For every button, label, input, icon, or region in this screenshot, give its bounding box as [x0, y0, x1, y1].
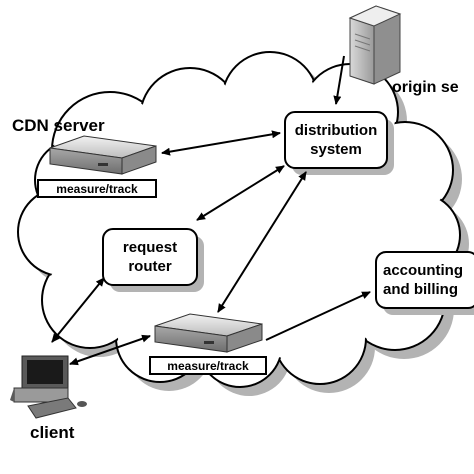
arrow-cdn-distribution [161, 130, 281, 156]
cdn-server-label: CDN server [12, 116, 105, 135]
arrow-edge-distribution [217, 171, 307, 313]
distribution-system-box: distribution system [284, 111, 394, 175]
measure-track-tag-bottom: measure/track [149, 356, 267, 375]
distribution-label-line1: distribution [295, 122, 378, 139]
measure-track-label: measure/track [167, 359, 249, 373]
arrow-client-edge [69, 334, 151, 366]
measure-track-label: measure/track [56, 182, 138, 196]
accounting-label-line2: and billing [383, 281, 458, 298]
measure-track-tag-top: measure/track [37, 179, 157, 198]
origin-server-label: origin se [392, 79, 459, 96]
accounting-label-line1: accounting [383, 262, 463, 279]
request-router-box: request router [102, 228, 204, 292]
distribution-label-line2: system [310, 141, 362, 158]
accounting-billing-box: accounting and billing [375, 251, 474, 315]
edge-server-icon [154, 313, 263, 353]
arrow-client-router [51, 277, 105, 343]
server-box-icon [49, 135, 157, 175]
arrow-origin-to-distribution [333, 55, 345, 105]
tower-server-icon [348, 5, 402, 85]
desktop-computer-icon [10, 355, 87, 419]
connectors [51, 55, 371, 366]
request-router-label-line1: request [123, 239, 177, 256]
request-router-label-line2: router [128, 258, 172, 275]
client-label: client [30, 423, 75, 442]
arrow-edge-accounting [265, 291, 371, 341]
